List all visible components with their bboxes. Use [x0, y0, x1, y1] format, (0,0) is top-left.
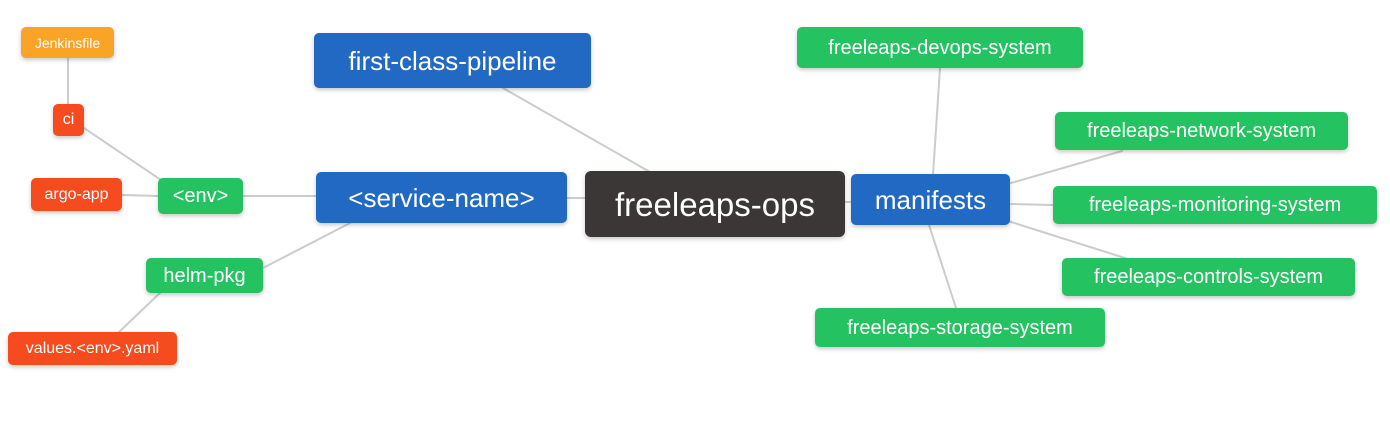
node-manifests[interactable]: manifests	[851, 174, 1010, 225]
edge-helm-pkg-to-service-name	[262, 221, 353, 269]
node-values-env-yaml[interactable]: values.<env>.yaml	[8, 332, 177, 365]
edge-manifests-to-freeleaps-devops-system	[932, 67, 941, 176]
node-ci[interactable]: ci	[53, 104, 84, 136]
edge-first-class-pipeline-to-freeleaps-ops	[502, 87, 651, 173]
node-freeleaps-network-system[interactable]: freeleaps-network-system	[1055, 112, 1348, 150]
node-freeleaps-storage-system[interactable]: freeleaps-storage-system	[815, 308, 1105, 347]
node-helm-pkg[interactable]: helm-pkg	[146, 258, 263, 293]
edge-manifests-to-freeleaps-storage-system	[928, 224, 957, 309]
node-service-name[interactable]: <service-name>	[316, 172, 567, 223]
node-freeleaps-controls-system[interactable]: freeleaps-controls-system	[1062, 258, 1355, 296]
node-argo-app[interactable]: argo-app	[31, 178, 122, 211]
node-freeleaps-ops[interactable]: freeleaps-ops	[585, 171, 845, 237]
edge-argo-app-to-env	[121, 194, 159, 197]
edge-manifests-to-freeleaps-controls-system	[1007, 220, 1129, 260]
edge-manifests-to-freeleaps-network-system	[1010, 150, 1123, 184]
edge-values-env-yaml-to-helm-pkg	[117, 291, 162, 334]
node-first-class-pipeline[interactable]: first-class-pipeline	[314, 33, 591, 88]
node-jenkinsfile[interactable]: Jenkinsfile	[21, 27, 114, 58]
node-env[interactable]: <env>	[158, 178, 243, 214]
edge-ci-to-env	[83, 127, 162, 181]
edge-manifests-to-freeleaps-monitoring-system	[1010, 203, 1054, 206]
node-freeleaps-monitoring-system[interactable]: freeleaps-monitoring-system	[1053, 186, 1377, 224]
node-freeleaps-devops-system[interactable]: freeleaps-devops-system	[797, 27, 1083, 68]
